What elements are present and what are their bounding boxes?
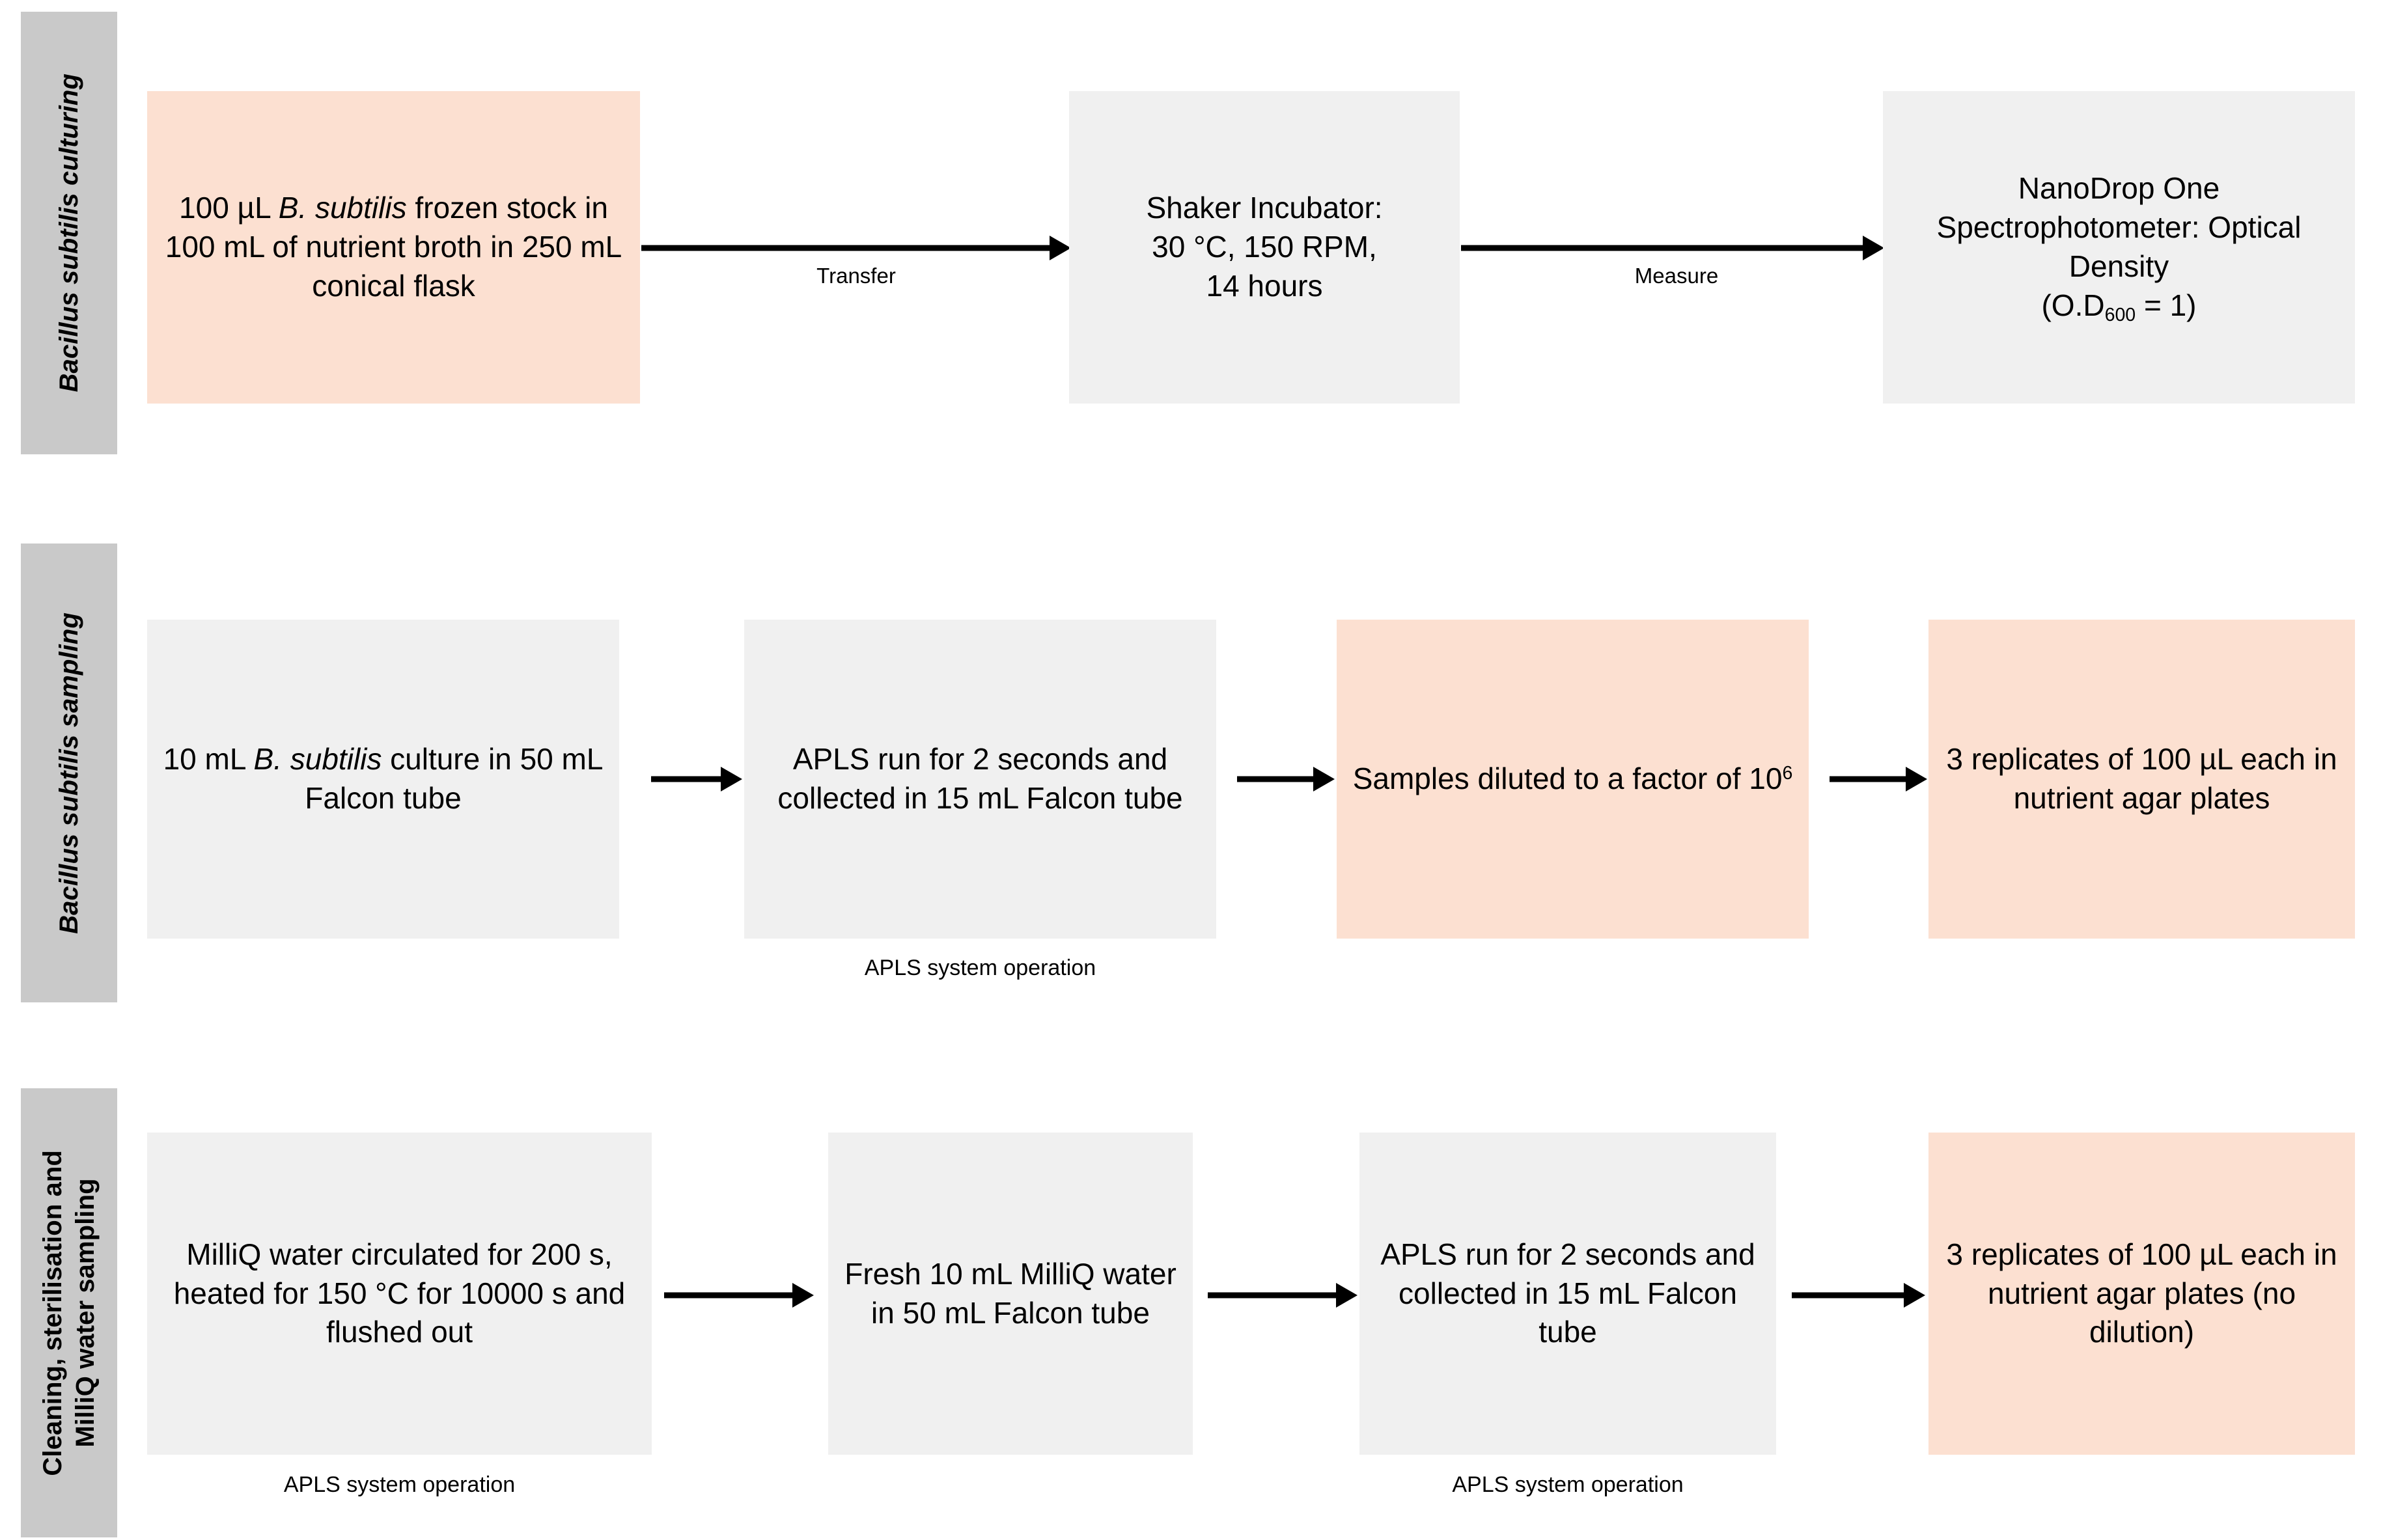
arrow-measure-shaft <box>1461 245 1865 251</box>
process-box-apls-run-row2-text: APLS run for 2 seconds and collected in … <box>777 742 1183 815</box>
nanodrop-od-subscript: 600 <box>2104 304 2136 325</box>
nanodrop-line-a: NanoDrop One Spectrophotometer: Optical … <box>1936 171 2302 283</box>
arrow-row3-2 <box>1208 1283 1358 1308</box>
process-box-milliq-circulated[interactable]: MilliQ water circulated for 200 s, heate… <box>147 1133 652 1455</box>
arrow-transfer <box>641 236 1071 260</box>
arrow-row3-2-head <box>1336 1283 1358 1308</box>
arrow-row3-1-head <box>792 1283 814 1308</box>
culture-falcon-prefix: 10 mL <box>163 742 254 777</box>
section-band-sampling-suffix: sampling <box>55 612 83 735</box>
arrow-transfer-shaft <box>641 245 1051 251</box>
arrow-measure <box>1461 236 1884 260</box>
process-box-milliq-circulated-text: MilliQ water circulated for 200 s, heate… <box>173 1237 626 1349</box>
samples-diluted-exponent: 6 <box>1782 763 1793 784</box>
process-box-shaker-incubator[interactable]: Shaker Incubator: 30 °C, 150 RPM, 14 hou… <box>1069 91 1460 404</box>
nanodrop-od-open: (O.D <box>2041 288 2105 322</box>
arrow-row2-3-head <box>1906 767 1927 791</box>
arrow-row2-3 <box>1830 767 1927 791</box>
section-band-sampling: Bacillus subtilis sampling <box>21 543 117 1002</box>
section-band-cleaning-label: Cleaning, sterilisation and MilliQ water… <box>36 1150 102 1476</box>
process-box-apls-run-row3-text: APLS run for 2 seconds and collected in … <box>1380 1237 1755 1349</box>
process-box-replicates-row2[interactable]: 3 replicates of 100 µL each in nutrient … <box>1928 620 2355 939</box>
arrow-row3-2-shaft <box>1208 1292 1338 1299</box>
arrow-measure-head <box>1863 236 1884 260</box>
section-band-culturing-suffix: culturing <box>55 74 83 193</box>
section-band-culturing: Bacillus subtilis culturing <box>21 12 117 454</box>
caption-apls-operation-row3-a: APLS system operation <box>283 1472 516 1497</box>
section-band-culturing-label: Bacillus subtilis culturing <box>53 74 85 392</box>
process-box-samples-diluted[interactable]: Samples diluted to a factor of 106 <box>1337 620 1809 939</box>
process-box-apls-run-row3[interactable]: APLS run for 2 seconds and collected in … <box>1359 1133 1776 1455</box>
process-box-fresh-milliq-text: Fresh 10 mL MilliQ water in 50 mL Falcon… <box>844 1256 1177 1330</box>
process-box-nanodrop[interactable]: NanoDrop One Spectrophotometer: Optical … <box>1883 91 2355 404</box>
culture-falcon-species: B. subtilis <box>253 742 382 777</box>
edge-label-transfer: Transfer <box>816 264 896 288</box>
process-box-culture-falcon[interactable]: 10 mL B. subtilis culture in 50 mL Falco… <box>147 620 619 939</box>
arrow-row2-2-head <box>1313 767 1335 791</box>
process-box-shaker-incubator-text: Shaker Incubator: 30 °C, 150 RPM, 14 hou… <box>1146 191 1383 303</box>
section-band-sampling-species: Bacillus subtilis <box>55 734 83 934</box>
arrow-row3-3 <box>1792 1283 1925 1308</box>
process-box-samples-diluted-text: Samples diluted to a factor of 106 <box>1346 760 1800 799</box>
arrow-row2-1 <box>651 767 742 791</box>
process-box-culture-falcon-text: 10 mL B. subtilis culture in 50 mL Falco… <box>156 740 610 818</box>
arrow-row2-2 <box>1237 767 1335 791</box>
process-box-frozen-stock[interactable]: 100 µL B. subtilis frozen stock in 100 m… <box>147 91 640 404</box>
section-band-sampling-label: Bacillus subtilis sampling <box>53 612 85 934</box>
process-box-apls-run-row2[interactable]: APLS run for 2 seconds and collected in … <box>744 620 1216 939</box>
arrow-row3-3-head <box>1904 1283 1925 1308</box>
section-band-cleaning-line1: Cleaning, sterilisation and <box>38 1149 67 1476</box>
section-band-culturing-species: Bacillus subtilis <box>55 193 83 392</box>
process-box-replicates-row3[interactable]: 3 replicates of 100 µL each in nutrient … <box>1928 1133 2355 1455</box>
process-box-nanodrop-text: NanoDrop One Spectrophotometer: Optical … <box>1892 169 2346 325</box>
frozen-stock-rest: frozen stock in 100 mL of nutrient broth… <box>165 191 622 303</box>
arrow-row3-1 <box>664 1283 814 1308</box>
arrow-row3-3-shaft <box>1792 1292 1906 1299</box>
section-band-cleaning-line2: MilliQ water sampling <box>71 1178 100 1448</box>
frozen-stock-prefix: 100 µL <box>179 191 279 225</box>
frozen-stock-species: B. subtilis <box>278 191 407 225</box>
culture-falcon-rest: culture in 50 mL Falcon tube <box>305 742 604 815</box>
process-box-replicates-row2-text: 3 replicates of 100 µL each in nutrient … <box>1946 742 2337 815</box>
arrow-row3-1-shaft <box>664 1292 794 1299</box>
process-box-frozen-stock-text: 100 µL B. subtilis frozen stock in 100 m… <box>156 189 631 305</box>
edge-label-measure: Measure <box>1634 264 1719 288</box>
nanodrop-od-close: = 1) <box>2136 288 2197 322</box>
process-box-replicates-row3-text: 3 replicates of 100 µL each in nutrient … <box>1946 1237 2337 1349</box>
caption-apls-operation-row3-b: APLS system operation <box>1452 1472 1684 1497</box>
process-box-fresh-milliq[interactable]: Fresh 10 mL MilliQ water in 50 mL Falcon… <box>828 1133 1193 1455</box>
arrow-transfer-head <box>1050 236 1071 260</box>
arrow-row2-2-shaft <box>1237 776 1315 782</box>
section-band-cleaning: Cleaning, sterilisation and MilliQ water… <box>21 1088 117 1537</box>
arrow-row2-1-head <box>721 767 742 791</box>
arrow-row2-3-shaft <box>1830 776 1908 782</box>
caption-apls-operation-row2: APLS system operation <box>864 956 1096 980</box>
samples-diluted-main: Samples diluted to a factor of 10 <box>1352 762 1783 796</box>
arrow-row2-1-shaft <box>651 776 723 782</box>
